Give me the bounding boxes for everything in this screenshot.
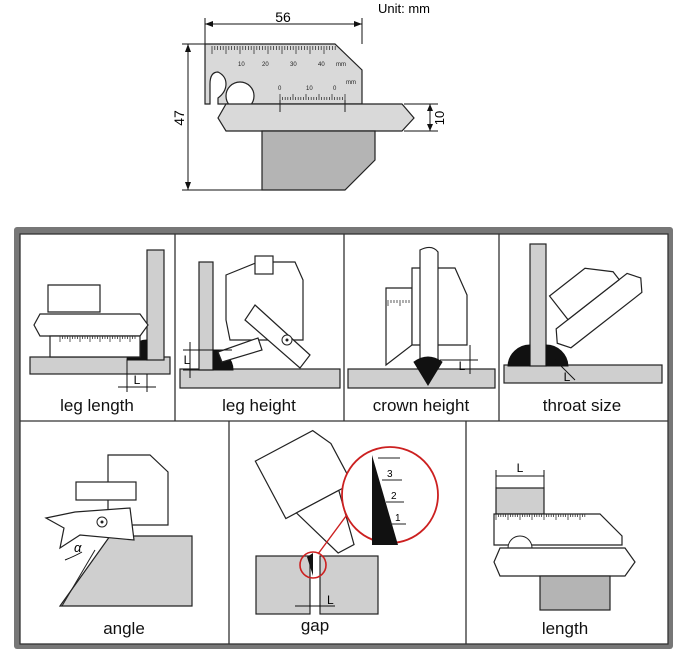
panel-throat-size: L throat size xyxy=(503,243,663,415)
upper-scale-label: 20 xyxy=(262,62,269,68)
upper-scale-label: 40 xyxy=(318,62,325,68)
gauge-lower-block xyxy=(261,130,376,191)
lower-scale-label: 0 xyxy=(333,86,337,92)
gap-marker: L xyxy=(327,593,334,607)
base-plate xyxy=(503,364,663,384)
unit-label: Unit: mm xyxy=(378,1,430,16)
vertical-plate xyxy=(146,249,165,361)
vertical-plate xyxy=(198,261,214,371)
caption-gap: gap xyxy=(301,616,329,635)
panel-leg-length: L leg length xyxy=(29,249,171,415)
panel-gap: 3 2 1 L gap xyxy=(254,429,439,635)
base-plate xyxy=(179,368,341,389)
slider-dimension-value: 10 xyxy=(432,111,447,125)
measured-block xyxy=(495,487,545,515)
panel-leg-height: L leg height xyxy=(179,255,341,415)
caption-throat-size: throat size xyxy=(543,396,621,415)
caption-length: length xyxy=(542,619,588,638)
height-dimension-value: 47 xyxy=(171,110,187,126)
left-plate xyxy=(255,555,311,615)
gauge-slider xyxy=(419,246,439,361)
zoom-scale-label: 3 xyxy=(387,469,393,480)
gauge-lower-block xyxy=(539,575,611,611)
lower-scale-label: 0 xyxy=(278,86,282,92)
panel-crown-height: L crown height xyxy=(347,246,496,415)
gauge-body xyxy=(49,335,141,358)
crown-height-marker: L xyxy=(459,359,466,373)
caption-leg-height: leg height xyxy=(222,396,296,415)
gauge-slider xyxy=(33,313,149,337)
gauge-body xyxy=(254,429,353,520)
zoom-source-circle xyxy=(299,551,327,579)
weld-crown xyxy=(413,356,443,386)
lower-scale-label: 10 xyxy=(306,86,313,92)
right-plate xyxy=(319,555,379,615)
gauge-body xyxy=(548,267,621,321)
upper-scale-label: 30 xyxy=(290,62,297,68)
caption-angle: angle xyxy=(103,619,145,638)
upper-scale-label: 10 xyxy=(238,62,245,68)
width-dimension-value: 56 xyxy=(275,9,291,25)
length-marker: L xyxy=(517,461,524,475)
leg-length-marker: L xyxy=(134,373,141,387)
panel-length: L length xyxy=(493,461,636,638)
lower-ruler-ticks xyxy=(279,94,346,100)
angled-plate xyxy=(58,535,193,607)
gauge-slider xyxy=(555,272,643,349)
upper-scale-unit: mm xyxy=(336,62,346,68)
zoom-scale-label: 1 xyxy=(395,513,401,524)
fillet-weld xyxy=(545,344,569,367)
caption-leg-length: leg length xyxy=(60,396,134,415)
caption-crown-height: crown height xyxy=(373,396,470,415)
throat-size-marker: L xyxy=(564,370,571,384)
leg-height-marker: L xyxy=(184,353,191,367)
gauge-dimension-drawing: Unit: mm 56 47 10 20 30 40 mm 0 10 0 mm xyxy=(171,1,447,191)
angle-marker: α xyxy=(74,540,82,555)
lower-scale-unit: mm xyxy=(346,80,356,86)
gauge-slider xyxy=(217,103,415,132)
vertical-plate xyxy=(529,243,547,367)
angle-arm xyxy=(44,507,135,550)
gauge-slider xyxy=(493,547,636,577)
zoom-scale-label: 2 xyxy=(391,491,397,502)
upper-ruler-ticks xyxy=(211,46,336,54)
panel-angle: α angle xyxy=(44,454,193,638)
